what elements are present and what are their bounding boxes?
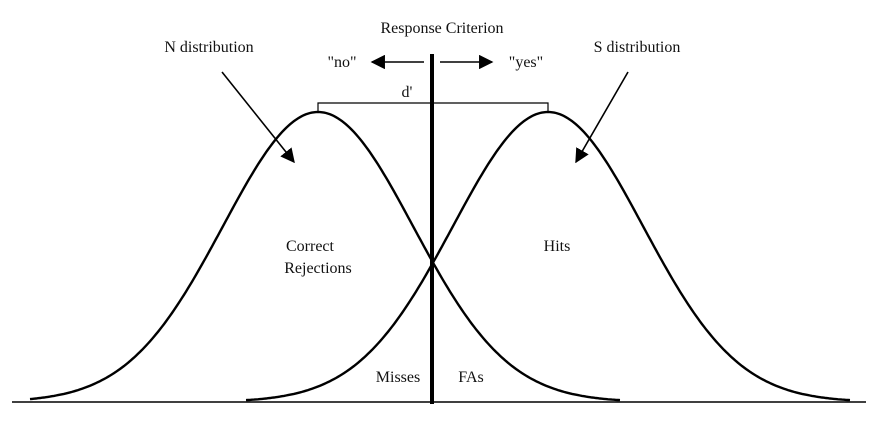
s-distribution-pointer [575,71,629,164]
yes-label: "yes" [509,54,543,71]
fas-label: FAs [458,369,484,386]
misses-label: Misses [376,369,420,386]
correct-rejections-label-line1: Correct [286,238,335,255]
correct-rejections-label-line2: Rejections [284,260,352,277]
n-distribution-pointer [221,71,295,164]
response-criterion-label: Response Criterion [380,20,503,37]
n-distribution-label: N distribution [164,39,253,56]
d-prime-label: d' [402,84,413,101]
no-label: "no" [327,54,356,71]
s-distribution-curve [245,110,851,402]
s-distribution-label: S distribution [594,39,681,56]
d-prime-bracket [317,102,549,111]
hits-label: Hits [544,238,571,255]
n-distribution-curve [29,110,621,402]
